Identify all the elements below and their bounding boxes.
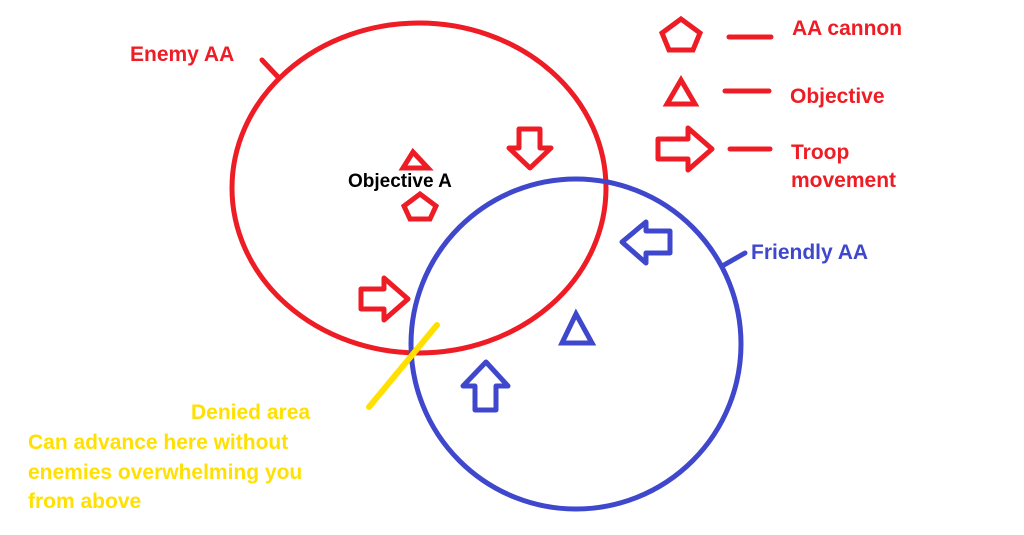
friendly-arrow-up-icon [460,359,511,413]
enemy-arrow-right-icon [358,275,411,323]
legend-pentagon-icon [658,15,704,53]
legend-troop-movement-label-line-1: Troop [791,141,849,164]
legend-objective: Objective [662,75,885,108]
legend-arrow-icon [655,125,715,173]
enemy-aa-leader-line [259,57,282,81]
denied-area-line [366,322,440,410]
friendly-objective-triangle-icon [558,308,597,346]
legend-troop-movement-label-line-2: movement [791,169,896,192]
legend-troop-movement: Troop movement [655,125,896,192]
advance-note-line-3: from above [28,490,141,513]
legend-objective-label: Objective [790,85,885,108]
friendly-aa-range-circle [408,176,744,512]
enemy-objective-triangle-icon [398,147,434,171]
advance-note-line-2: enemies overwhelming you [28,461,302,484]
friendly-aa-label: Friendly AA [751,241,868,264]
friendly-arrow-left-icon [619,219,673,266]
legend-aa-cannon: AA cannon [658,15,902,53]
legend: AA cannon Objective Troop movement [655,15,902,192]
friendly-aa-leader-line [721,250,748,268]
enemy-aa-cannon-pentagon-icon [400,190,440,222]
advance-note-line-1: Can advance here without [28,431,288,454]
legend-triangle-icon [662,75,700,107]
enemy-arrow-down-icon [506,126,554,171]
enemy-aa-label: Enemy AA [130,43,234,66]
denied-area-label: Denied area [191,401,310,424]
enemy-aa-range-circle [229,20,609,356]
legend-aa-cannon-label: AA cannon [792,17,902,40]
objective-a-label: Objective A [348,171,452,192]
